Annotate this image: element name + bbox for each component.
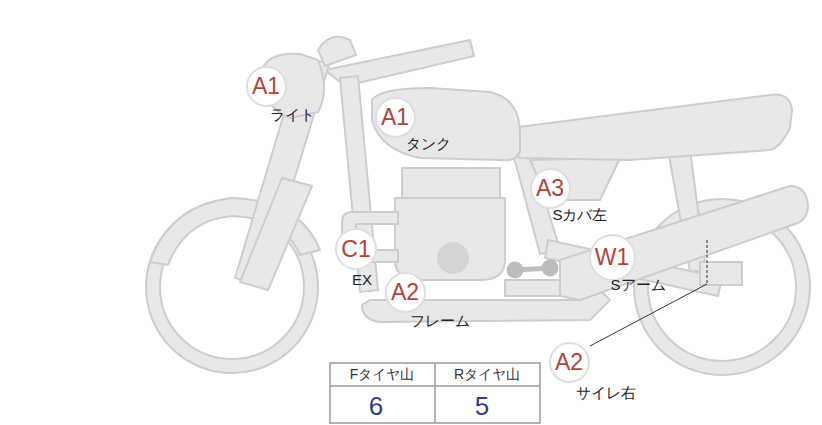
engine-block [395, 198, 505, 280]
part-name: タンク [406, 136, 451, 153]
adjuster-bolt [544, 262, 556, 274]
fork-lower [240, 178, 312, 290]
callout-number: C1 [341, 238, 370, 261]
side-cover [530, 158, 620, 200]
part-name: Sカバ左 [552, 207, 607, 224]
tyre-value: 6 [369, 392, 383, 421]
muffler-end [700, 262, 742, 285]
callout-number: A1 [381, 106, 409, 129]
callout-circle: W1 [589, 234, 636, 281]
callout-number: A1 [252, 75, 280, 98]
tyre-value: 5 [475, 392, 489, 421]
callout-circle: A2 [549, 342, 590, 383]
table-header: Fタイヤ山 [350, 367, 415, 382]
table-header: Rタイヤ山 [454, 367, 520, 382]
part-name: EX [352, 272, 372, 289]
engine-head [402, 168, 500, 198]
callout-circle: C1 [335, 228, 377, 270]
part-name: Sアーム [611, 277, 666, 294]
seat [509, 95, 792, 160]
callout-number: A2 [555, 351, 583, 374]
exhaust-pipe [342, 212, 398, 262]
callout-number: W1 [595, 246, 630, 269]
tyre-table [330, 363, 540, 423]
part-name: フレーム [410, 313, 470, 330]
callout-number: A2 [391, 281, 419, 304]
handlebar [318, 37, 356, 66]
callout-circle: A2 [385, 272, 426, 313]
callout-number: A3 [536, 177, 564, 200]
callout-circle: A1 [246, 66, 287, 107]
leader-line [590, 284, 707, 346]
table-rule [434, 363, 436, 423]
fuel-tank [372, 88, 520, 160]
engine-cover [437, 242, 469, 274]
leader-line [707, 240, 708, 284]
callout-circle: A3 [530, 168, 571, 209]
part-name: サイレ右 [576, 385, 636, 402]
muffler [560, 186, 808, 300]
part-name: ライト [270, 107, 315, 124]
callout-circle: A1 [375, 97, 416, 138]
adjuster-bolt [509, 264, 521, 276]
exhaust-link [505, 280, 560, 296]
